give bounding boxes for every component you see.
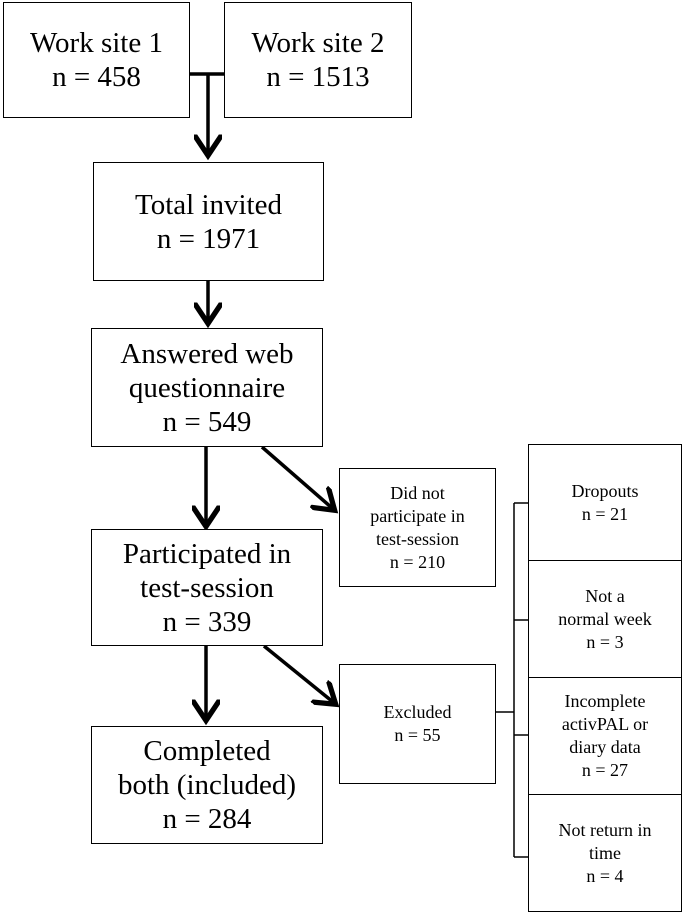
box-not-normal-week: Not a normal week n = 3: [528, 560, 682, 678]
arrow-to-did-not-participate: [260, 445, 332, 508]
box-total-invited: Total invited n = 1971: [93, 162, 324, 281]
completed-text: Completed both (included) n = 284: [118, 735, 296, 835]
exclusion-bracket: [496, 502, 529, 858]
incomplete-data-text: Incomplete activPAL or diary data n = 27: [561, 691, 649, 780]
participated-text: Participated in test-session n = 339: [122, 537, 292, 638]
did-not-participate-text: Did not participate in test-session n = …: [370, 482, 465, 572]
box-completed: Completed both (included) n = 284: [91, 726, 323, 844]
box-work-site-1: Work site 1 n = 458: [3, 2, 190, 118]
work-site-1-text: Work site 1 n = 458: [30, 27, 163, 93]
not-normal-week-text: Not a normal week n = 3: [558, 585, 652, 652]
box-did-not-participate: Did not participate in test-session n = …: [339, 468, 496, 587]
box-dropouts: Dropouts n = 21: [528, 444, 682, 561]
arrow-to-excluded: [262, 644, 333, 702]
box-not-return: Not return in time n = 4: [528, 794, 682, 912]
work-site-2-text: Work site 2 n = 1513: [251, 27, 385, 93]
box-work-site-2: Work site 2 n = 1513: [224, 2, 412, 118]
box-participated: Participated in test-session n = 339: [91, 529, 323, 646]
box-excluded: Excluded n = 55: [339, 664, 496, 784]
box-incomplete-data: Incomplete activPAL or diary data n = 27: [528, 677, 682, 795]
box-answered-web: Answered web questionnaire n = 549: [91, 328, 323, 447]
total-invited-text: Total invited n = 1971: [135, 188, 282, 255]
excluded-text: Excluded n = 55: [383, 702, 452, 745]
answered-web-text: Answered web questionnaire n = 549: [120, 337, 294, 438]
not-return-text: Not return in time n = 4: [558, 819, 652, 886]
dropouts-text: Dropouts n = 21: [571, 480, 639, 524]
